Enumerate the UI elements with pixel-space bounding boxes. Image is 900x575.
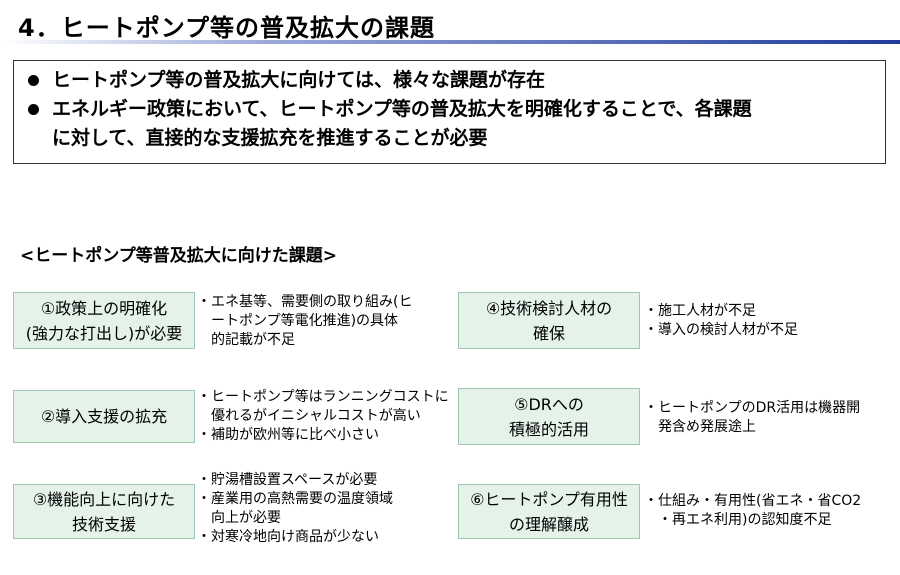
note-line: 貯湯槽設置スペースが必要 bbox=[211, 472, 378, 488]
note-line: 導入の検討人材が不足 bbox=[658, 322, 798, 338]
note-item: 仕組み・有用性(省エネ・省CO2 ・再エネ利用)の認知度不足 bbox=[644, 492, 892, 530]
note-item: ヒートポンプのDR活用は機器開 発含め発展途上 bbox=[644, 399, 892, 437]
note-item: 導入の検討人材が不足 bbox=[644, 321, 892, 340]
note-item: 産業用の高熱需要の温度領域 向上が必要 bbox=[197, 490, 450, 528]
section-heading: <ヒートポンプ等普及拡大に向けた課題> bbox=[20, 246, 337, 266]
issue-notes-talent: 施工人材が不足 導入の検討人材が不足 bbox=[644, 302, 892, 340]
summary-line: エネルギー政策において、ヒートポンプ等の普及拡大を明確化することで、各課題 bbox=[52, 98, 752, 120]
issue-box-line: 技術支援 bbox=[71, 514, 136, 534]
note-line: 対寒冷地向け商品が少ない bbox=[211, 529, 379, 545]
issue-box-line: ①政策上の明確化 bbox=[40, 298, 168, 318]
note-item: 施工人材が不足 bbox=[644, 302, 892, 321]
note-item: 補助が欧州等に比べ小さい bbox=[197, 426, 450, 445]
issue-box-dr: ⑤DRへの 積極的活用 bbox=[458, 388, 640, 445]
issue-box-line: ④技術検討人材の bbox=[485, 298, 613, 318]
title-underline bbox=[0, 40, 900, 44]
bullet-icon bbox=[28, 75, 39, 86]
note-line: 補助が欧州等に比べ小さい bbox=[211, 427, 379, 443]
note-line: 向上が必要 bbox=[211, 510, 281, 526]
issue-notes-policy: エネ基等、需要側の取り組み(ヒ ートポンプ等電化推進)の具体 的記載が不足 bbox=[197, 293, 450, 350]
summary-item: ヒートポンプ等の普及拡大に向けては、様々な課題が存在 bbox=[28, 66, 875, 95]
issue-notes-awareness: 仕組み・有用性(省エネ・省CO2 ・再エネ利用)の認知度不足 bbox=[644, 492, 892, 530]
note-line: ・再エネ利用)の認知度不足 bbox=[658, 512, 832, 528]
issue-box-tech-support: ③機能向上に向けた 技術支援 bbox=[13, 484, 195, 539]
issue-box-line: 確保 bbox=[532, 323, 565, 343]
note-line: 施工人材が不足 bbox=[658, 303, 756, 319]
issue-notes-subsidy: ヒートポンプ等はランニングコストに 優れるがイニシャルコストが高い 補助が欧州等… bbox=[197, 388, 450, 445]
note-line: ヒートポンプ等はランニングコストに bbox=[211, 389, 449, 405]
note-line: 的記載が不足 bbox=[211, 332, 295, 348]
page-title: 4．ヒートポンプ等の普及拡大の課題 bbox=[18, 14, 435, 42]
issue-box-line: ⑤DRへの bbox=[514, 394, 584, 414]
issue-box-line: ③機能向上に向けた bbox=[32, 489, 176, 509]
issue-notes-tech-support: 貯湯槽設置スペースが必要 産業用の高熱需要の温度領域 向上が必要 対寒冷地向け商… bbox=[197, 471, 450, 547]
issue-box-line: ②導入支援の拡充 bbox=[40, 407, 168, 426]
note-line: 発含め発展途上 bbox=[658, 419, 756, 435]
issue-box-talent: ④技術検討人材の 確保 bbox=[458, 292, 640, 349]
summary-item: エネルギー政策において、ヒートポンプ等の普及拡大を明確化することで、各課題 に対… bbox=[28, 95, 875, 153]
note-line: 産業用の高熱需要の温度領域 bbox=[211, 491, 393, 507]
summary-line: に対して、直接的な支援拡充を推進することが必要 bbox=[52, 127, 488, 149]
note-item: 対寒冷地向け商品が少ない bbox=[197, 528, 450, 547]
bullet-icon bbox=[28, 104, 39, 115]
issue-box-line: (強力な打出し)が必要 bbox=[25, 323, 183, 343]
note-item: エネ基等、需要側の取り組み(ヒ ートポンプ等電化推進)の具体 的記載が不足 bbox=[197, 293, 450, 350]
note-line: エネ基等、需要側の取り組み(ヒ bbox=[211, 294, 413, 310]
note-line: 優れるがイニシャルコストが高い bbox=[211, 408, 421, 424]
summary-box: ヒートポンプ等の普及拡大に向けては、様々な課題が存在 エネルギー政策において、ヒ… bbox=[13, 60, 886, 164]
issue-box-awareness: ⑥ヒートポンプ有用性 の理解醸成 bbox=[458, 484, 640, 539]
note-item: ヒートポンプ等はランニングコストに 優れるがイニシャルコストが高い bbox=[197, 388, 450, 426]
issue-box-subsidy: ②導入支援の拡充 bbox=[13, 390, 195, 443]
note-item: 貯湯槽設置スペースが必要 bbox=[197, 471, 450, 490]
note-line: ートポンプ等電化推進)の具体 bbox=[211, 313, 399, 329]
issue-box-line: ⑥ヒートポンプ有用性 bbox=[470, 489, 628, 509]
note-line: 仕組み・有用性(省エネ・省CO2 bbox=[658, 493, 862, 509]
summary-line: ヒートポンプ等の普及拡大に向けては、様々な課題が存在 bbox=[52, 69, 546, 91]
issue-notes-dr: ヒートポンプのDR活用は機器開 発含め発展途上 bbox=[644, 399, 892, 437]
note-line: ヒートポンプのDR活用は機器開 bbox=[658, 400, 861, 416]
issue-box-policy: ①政策上の明確化 (強力な打出し)が必要 bbox=[13, 292, 195, 349]
issue-box-line: の理解醸成 bbox=[508, 514, 589, 534]
issue-box-line: 積極的活用 bbox=[508, 419, 589, 439]
